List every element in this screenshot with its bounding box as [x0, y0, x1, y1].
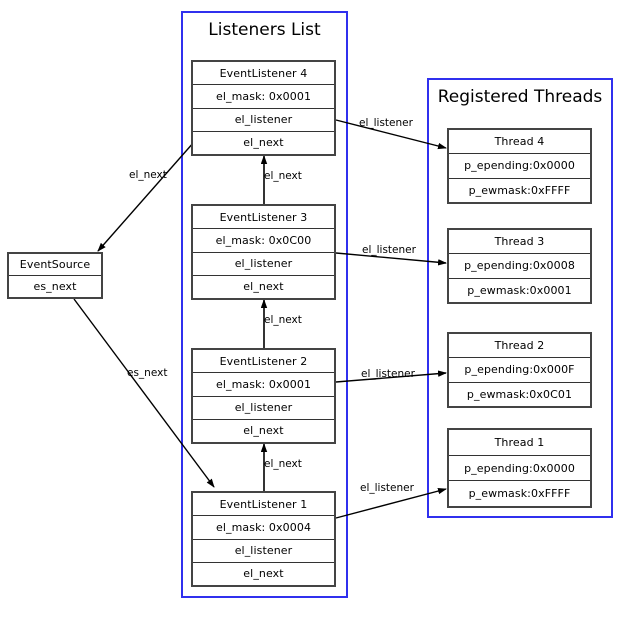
event-listener-2-next: el_next: [243, 424, 284, 438]
thread-2-ewmask: p_ewmask:0x0C01: [466, 387, 573, 401]
thread-3-epending: p_epending:0x0008: [449, 254, 590, 279]
event-listener-3-listener: el_listener: [193, 253, 334, 276]
thread-1-name: Thread 1: [449, 430, 590, 456]
thread-1-record: Thread 1 p_epending:0x0000 p_ewmask:0xFF…: [447, 428, 592, 508]
event-listener-3-name: EventListener 3: [193, 206, 334, 230]
event-listener-1-next: el_next: [243, 567, 284, 581]
event-listener-2-mask: el_mask: 0x0001: [193, 373, 334, 397]
event-listener-1-name: EventListener 1: [193, 493, 334, 517]
event-listener-3-next: el_next: [243, 280, 284, 294]
thread-1-ewmask: p_ewmask:0xFFFF: [468, 487, 571, 501]
registered-threads-title: Registered Threads: [437, 87, 603, 107]
event-listener-3-mask: el_mask: 0x0C00: [193, 229, 334, 253]
listeners-list-title: Listeners List: [208, 20, 321, 40]
edge-label-listener3-to-thread3: el_listener: [362, 244, 416, 256]
thread-3-ewmask: p_ewmask:0x0001: [467, 283, 572, 297]
event-source-record: EventSource es_next: [7, 252, 103, 299]
event-listener-4-name: EventListener 4: [193, 62, 334, 86]
event-listener-4-record: EventListener 4 el_mask: 0x0001 el_liste…: [191, 60, 336, 156]
event-listener-2-name: EventListener 2: [193, 350, 334, 374]
edge-label-listener4-to-listener3: el_next: [264, 170, 302, 182]
edge-label-listener4-to-thread4: el_listener: [359, 117, 413, 129]
thread-4-ewmask: p_ewmask:0xFFFF: [468, 183, 571, 197]
thread-3-record: Thread 3 p_epending:0x0008 p_ewmask:0x00…: [447, 228, 592, 304]
event-listener-1-record: EventListener 1 el_mask: 0x0004 el_liste…: [191, 491, 336, 587]
event-source-es-next: es_next: [33, 280, 77, 293]
edge-label-listener2-to-listener1: el_next: [264, 458, 302, 470]
event-listener-2-record: EventListener 2 el_mask: 0x0001 el_liste…: [191, 348, 336, 444]
thread-3-name: Thread 3: [449, 230, 590, 255]
edge-source-to-listener4: [97, 141, 195, 252]
thread-4-record: Thread 4 p_epending:0x0000 p_ewmask:0xFF…: [447, 128, 592, 204]
thread-2-name: Thread 2: [449, 334, 590, 359]
edge-label-listener1-to-thread1: el_listener: [360, 482, 414, 494]
event-listener-1-mask: el_mask: 0x0004: [193, 516, 334, 540]
thread-2-record: Thread 2 p_epending:0x000F p_ewmask:0x0C…: [447, 332, 592, 408]
event-listener-4-listener: el_listener: [193, 109, 334, 132]
edge-label-source-to-listener4: el_next: [129, 169, 167, 181]
event-listener-1-listener: el_listener: [193, 540, 334, 563]
registered-threads-group: [427, 78, 613, 518]
event-listener-4-mask: el_mask: 0x0001: [193, 85, 334, 109]
thread-1-epending: p_epending:0x0000: [449, 456, 590, 482]
thread-4-name: Thread 4: [449, 130, 590, 155]
event-listener-2-listener: el_listener: [193, 397, 334, 420]
event-source-name: EventSource: [9, 254, 101, 276]
thread-2-epending: p_epending:0x000F: [449, 358, 590, 383]
edge-label-source-to-listener1: es_next: [127, 367, 168, 379]
edge-label-listener2-to-thread2: el_listener: [361, 368, 415, 380]
event-listener-3-record: EventListener 3 el_mask: 0x0C00 el_liste…: [191, 204, 336, 300]
thread-4-epending: p_epending:0x0000: [449, 154, 590, 179]
edge-label-listener3-to-listener2: el_next: [264, 314, 302, 326]
event-listener-4-next: el_next: [243, 136, 284, 150]
